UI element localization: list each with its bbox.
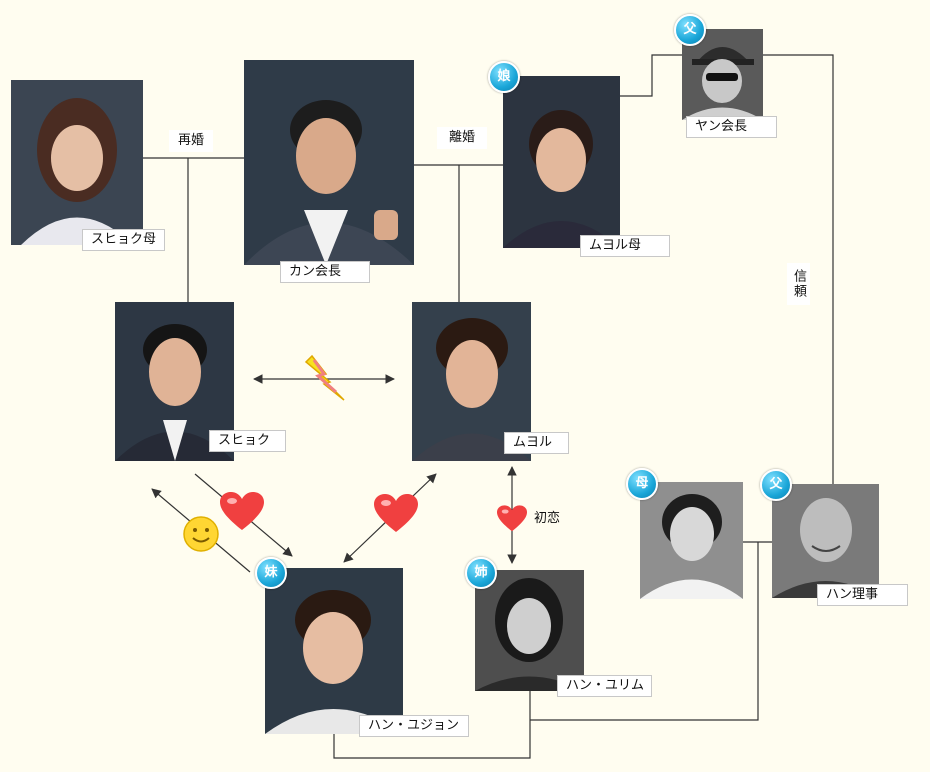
heart-icon <box>497 505 527 532</box>
badge-father-yang: 父 <box>674 14 706 46</box>
heart-icon <box>220 492 264 530</box>
name-director-han: ハン理事 <box>817 584 908 606</box>
name-muyol-mother: ムヨル母 <box>580 235 670 257</box>
badge-father-han: 父 <box>760 469 792 501</box>
badge-younger-sister: 妹 <box>255 557 287 589</box>
relation-remarriage: 再婚 <box>169 130 213 152</box>
han-yujung-photo <box>265 568 403 734</box>
relation-trust: 信頼 <box>787 263 810 305</box>
heart-icon <box>374 494 418 532</box>
badge-older-sister: 姉 <box>465 557 497 589</box>
han-children-line-right <box>530 542 759 721</box>
relation-divorce: 離婚 <box>437 127 487 149</box>
smiley-icon <box>183 516 219 552</box>
lightning-icon <box>304 354 345 401</box>
muyol-photo <box>412 302 531 461</box>
chairman-kang-photo <box>244 60 414 265</box>
name-han-yurim: ハン・ユリム <box>557 675 652 697</box>
name-chairman-kang: カン会長 <box>280 261 370 283</box>
director-han-photo <box>772 484 879 598</box>
trust-line <box>763 54 834 484</box>
name-han-yujung: ハン・ユジョン <box>359 715 469 737</box>
name-shoken-mother: スヒョク母 <box>82 229 166 251</box>
muyol-mother-photo <box>503 76 620 248</box>
badge-mother-han: 母 <box>626 468 658 500</box>
daughter-father-line <box>620 54 682 97</box>
han-yurim-photo <box>475 570 584 691</box>
badge-daughter: 娘 <box>488 61 520 93</box>
name-chairman-yang: ヤン会長 <box>686 116 777 138</box>
han-children-line-bottom <box>333 690 531 759</box>
relation-first-love: 初恋 <box>533 511 560 526</box>
han-mother-photo <box>640 482 743 599</box>
name-shoken: スヒョク <box>209 430 286 452</box>
name-muyol: ムヨル <box>504 432 569 454</box>
shoken-mother-photo <box>11 80 143 245</box>
